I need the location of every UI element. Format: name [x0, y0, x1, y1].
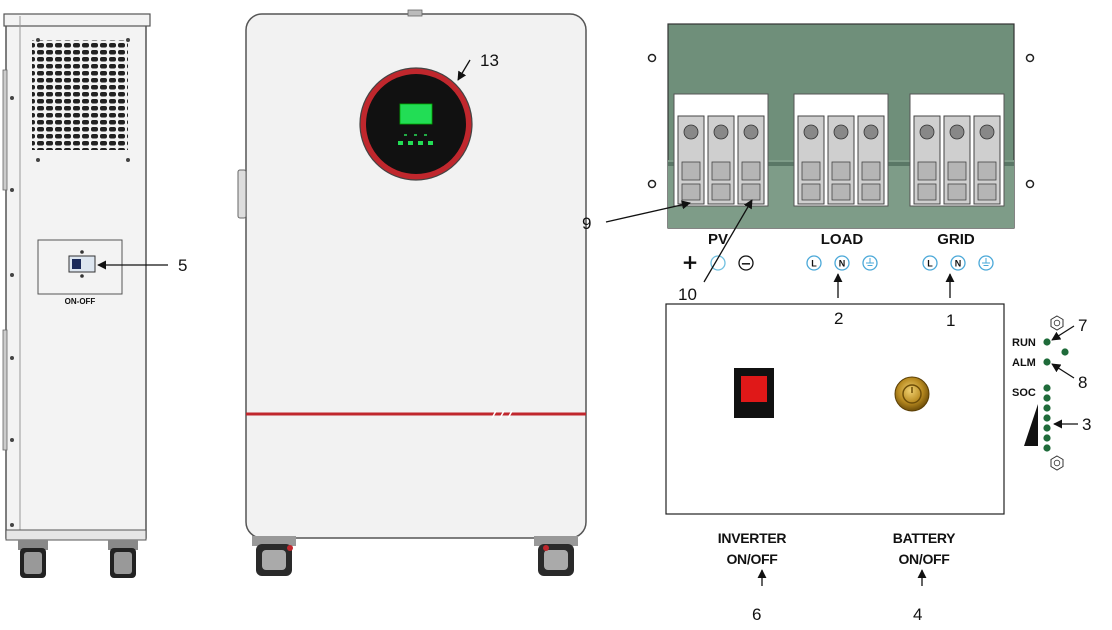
callout-1: 1 [946, 311, 955, 330]
side-handle-lower [2, 329, 8, 451]
side-base [5, 529, 147, 541]
load-l-icon: L [806, 255, 822, 271]
terminal-panel: PV LOAD GRID + − L N L [647, 23, 1035, 274]
caster-wheel-icon [18, 540, 48, 578]
caster-wheel-icon [534, 536, 578, 576]
callout-13: 13 [480, 51, 499, 70]
battery-switch-onoff: ON/OFF [898, 551, 950, 567]
soc-led-icon [1043, 384, 1051, 392]
callout-arrow-7 [1051, 325, 1075, 341]
grid-l-text: L [927, 259, 933, 269]
ground-symbol-icon [862, 255, 878, 271]
callout-5: 5 [178, 256, 187, 275]
pv-minus-sign: − [741, 257, 752, 272]
inverter-power-switch-icon[interactable] [734, 368, 774, 418]
inverter-switch-onoff: ON/OFF [726, 551, 778, 567]
callout-3: 3 [1082, 415, 1091, 434]
battery-breaker-icon[interactable] [894, 376, 930, 412]
alm-label: ALM [1012, 357, 1036, 369]
soc-led-icon [1043, 404, 1051, 412]
front-view [237, 9, 587, 576]
grid-l-icon: L [922, 255, 938, 271]
caster-wheel-icon [252, 536, 296, 576]
ground-symbol-icon [978, 255, 994, 271]
load-label: LOAD [821, 231, 864, 248]
indicator-panel: RUN ALM SOC [1012, 315, 1069, 471]
run-label: RUN [1012, 337, 1036, 349]
load-n-icon: N [834, 255, 850, 271]
hex-nut-icon [1050, 455, 1064, 471]
side-breaker-icon[interactable] [68, 250, 96, 278]
vent-grille-icon [32, 40, 128, 150]
side-handle [2, 69, 8, 191]
alm-led-icon [1043, 358, 1051, 366]
battery-switch-label: BATTERY [893, 530, 956, 546]
callout-7: 7 [1078, 316, 1087, 335]
callout-8: 8 [1078, 373, 1087, 392]
front-top-tab [407, 9, 423, 17]
switch-panel-box [665, 303, 1005, 515]
terminal-block-grid[interactable] [909, 93, 1005, 207]
side-switch-label: ON-OFF [65, 297, 96, 306]
mount-holes [647, 53, 1035, 189]
soc-label: SOC [1012, 387, 1036, 399]
grid-n-icon: N [950, 255, 966, 271]
soc-led-icon [1043, 394, 1051, 402]
hex-nut-icon [1050, 315, 1064, 331]
grid-n-text: N [955, 259, 962, 269]
load-l-text: L [811, 259, 817, 269]
soc-led-icon [1043, 434, 1051, 442]
callout-4: 4 [913, 605, 922, 624]
callout-9: 9 [582, 214, 591, 233]
caster-wheel-icon [108, 540, 138, 578]
front-side-handle [237, 169, 247, 219]
grid-label: GRID [937, 231, 975, 248]
pv-label: PV [708, 231, 728, 248]
callout-arrow-9 [605, 200, 691, 223]
run-led-icon [1043, 338, 1051, 346]
callout-arrow-13 [457, 59, 471, 81]
load-n-text: N [839, 259, 846, 269]
terminal-block-pv[interactable] [673, 93, 769, 207]
terminal-block-load[interactable] [793, 93, 889, 207]
callout-6: 6 [752, 605, 761, 624]
switch-panel [665, 303, 1005, 515]
side-view: ON-OFF [2, 13, 151, 578]
callout-arrow-10 [703, 199, 753, 283]
side-cabinet-top [3, 13, 151, 27]
callout-2: 2 [834, 309, 843, 328]
soc-led-icon [1043, 444, 1051, 452]
callout-10: 10 [678, 285, 697, 304]
soc-wedge-icon [1024, 404, 1038, 446]
soc-led-icon [1043, 414, 1051, 422]
pv-plus-icon: + [682, 250, 699, 274]
pv-minus-icon: − [738, 255, 754, 272]
ground-symbol-icon [710, 255, 726, 271]
soc-leds [1043, 384, 1051, 452]
callout-arrow-8 [1051, 363, 1075, 379]
status-led-icon [1061, 348, 1069, 356]
soc-led-icon [1043, 424, 1051, 432]
side-switch-box [37, 239, 123, 295]
inverter-switch-label: INVERTER [718, 530, 787, 546]
lcd-display-icon[interactable] [359, 67, 473, 181]
callout-arrows [97, 59, 1078, 586]
stripe-marks [491, 410, 513, 419]
